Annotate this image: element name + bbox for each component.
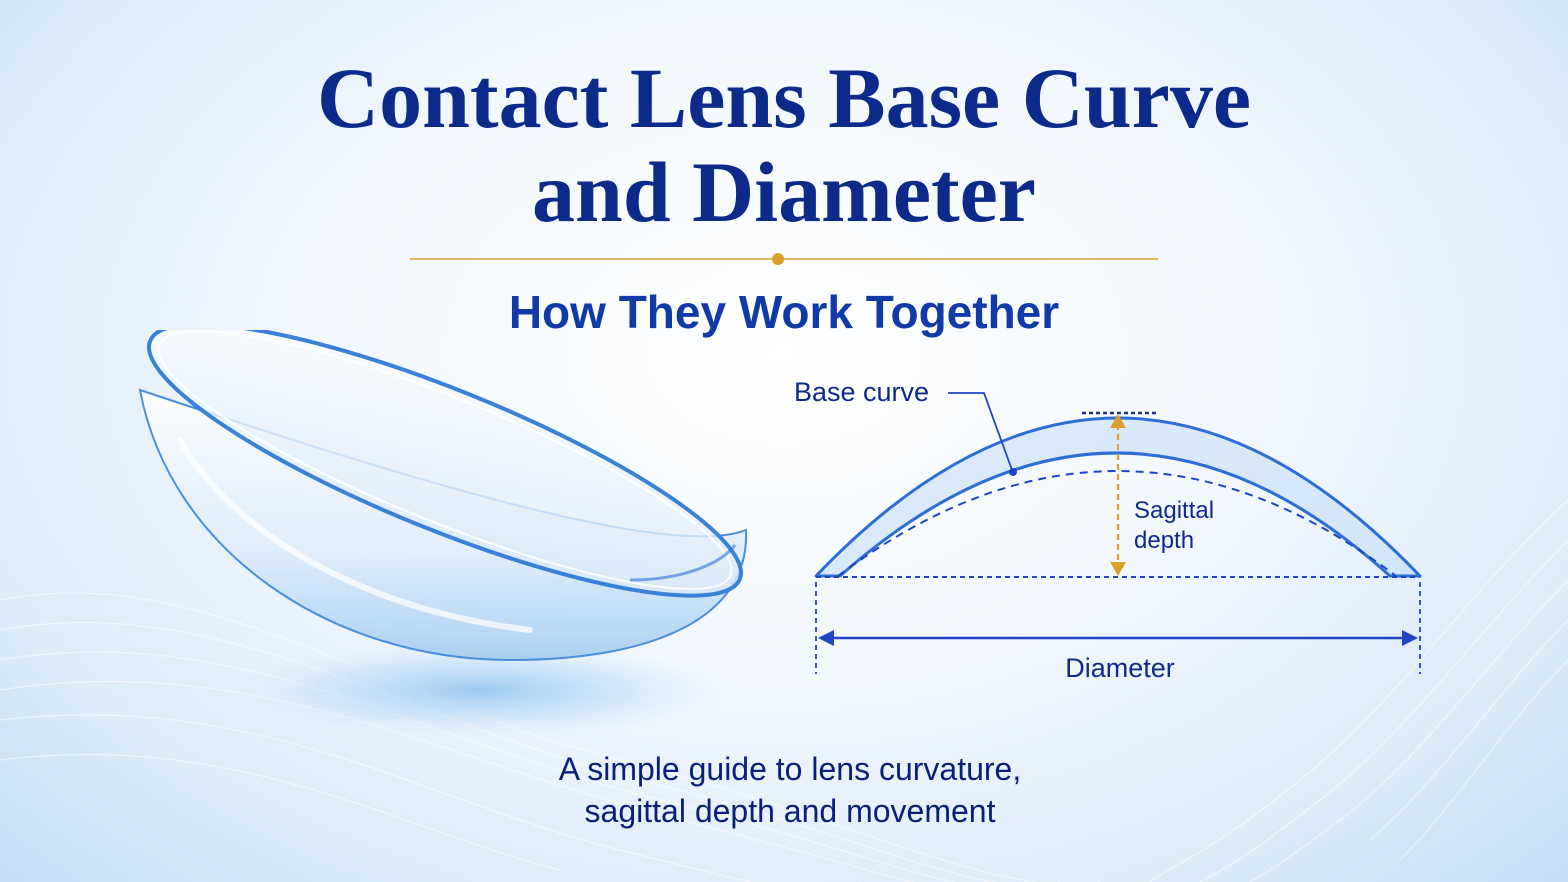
sagittal-depth-label-line-1: Sagittal [1134,497,1215,524]
diameter-arrow-head-right [1402,630,1418,646]
sagittal-depth-label-line-2: depth [1134,527,1195,554]
title-divider [410,253,1158,265]
caption-line-2: sagittal depth and movement [584,793,996,829]
base-curve-label: Base curve [794,377,930,407]
page-title-line-2: and Diameter [532,144,1036,240]
sagittal-arrow-head-bottom [1110,562,1126,576]
caption-line-1: A simple guide to lens curvature, [558,751,1022,787]
base-curve-leader [948,392,1013,471]
caption: A simple guide to lens curvature, sagitt… [420,748,1160,832]
diameter-label: Diameter [1065,653,1175,683]
sagittal-depth-label: Sagittal depth [1134,496,1254,556]
diameter-arrow-head-left [818,630,834,646]
subtitle: How They Work Together [508,286,1060,338]
sagittal-arrow-head-top [1110,414,1126,428]
lens-cross-section-diagram [814,392,1422,674]
base-curve-leader-dot [1009,468,1017,476]
contact-lens-illustration-icon [138,330,748,738]
gold-dot-icon [772,253,784,265]
page-title-line-1: Contact Lens Base Curve [317,50,1251,146]
